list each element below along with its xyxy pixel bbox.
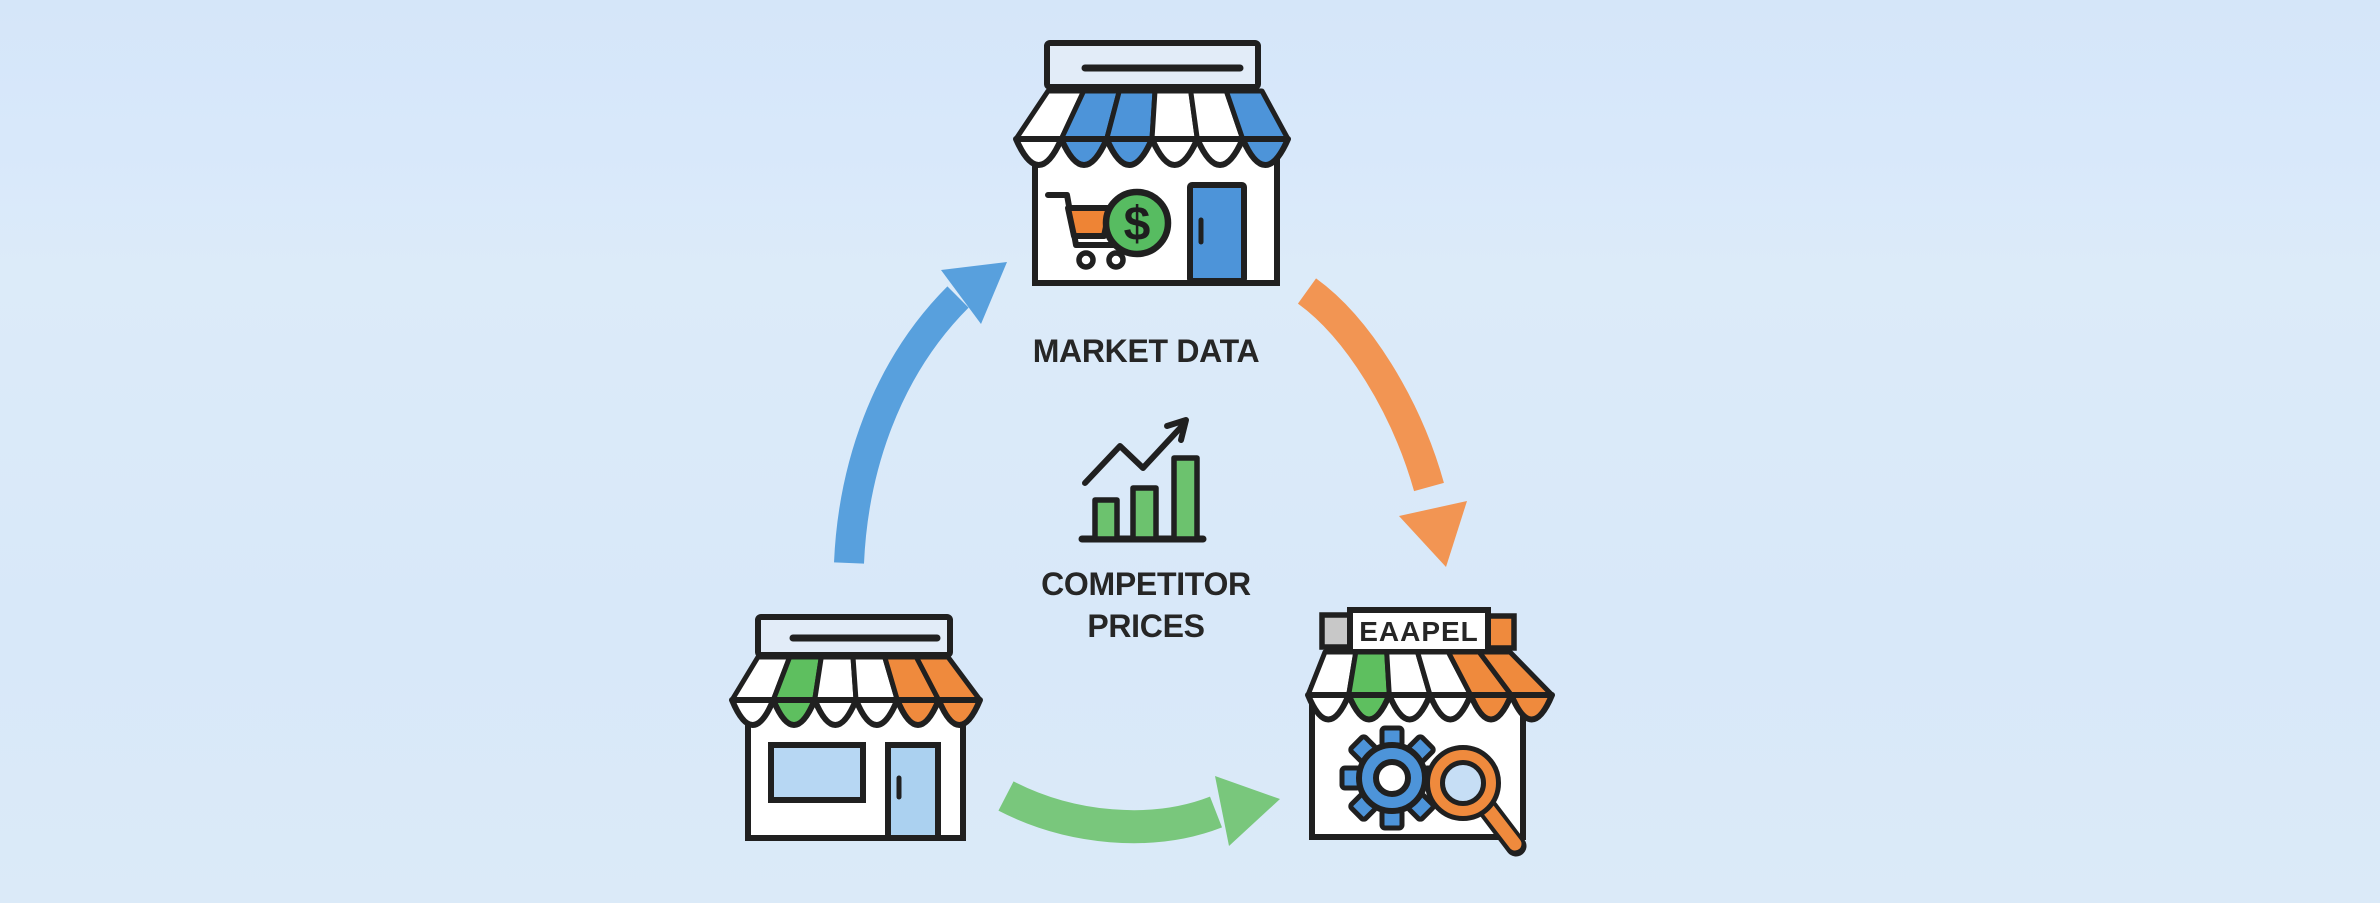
gear-icon <box>1339 725 1445 831</box>
sign-orange-block <box>1485 613 1517 651</box>
top-store-illustration: $ <box>1013 40 1291 286</box>
competitor-prices-line1: COMPETITOR <box>1041 566 1251 602</box>
blue-arrow <box>834 262 1007 564</box>
market-data-label: MARKET DATA <box>1032 333 1260 369</box>
green-arrow <box>998 776 1280 846</box>
store-sign-text: EAAPEL <box>1359 616 1479 647</box>
bottom-left-store-illustration <box>729 614 983 841</box>
door <box>885 742 941 841</box>
dollar-coin-icon: $ <box>1102 188 1172 258</box>
awning <box>729 654 983 728</box>
sign-board: EAAPEL <box>1319 607 1517 655</box>
bar-chart-icon <box>1078 417 1207 543</box>
bottom-right-store-illustration: EAAPEL <box>1305 607 1555 857</box>
trend-arrowhead <box>1164 417 1189 443</box>
magnifier-icon <box>1425 745 1527 857</box>
sign-board <box>1044 40 1261 90</box>
door <box>1187 182 1247 284</box>
sign-board <box>755 614 953 658</box>
competitor-prices-line2: PRICES <box>1087 608 1205 644</box>
awning <box>1305 649 1555 723</box>
trend-line <box>1082 423 1185 486</box>
orange-arrow <box>1297 278 1467 567</box>
dollar-symbol: $ <box>1124 198 1151 251</box>
competitor-prices-label: COMPETITOR PRICES <box>946 563 1346 647</box>
cart-icon <box>1045 192 1126 270</box>
awning <box>1013 88 1291 168</box>
sign-gray-block <box>1319 612 1353 650</box>
window <box>768 742 866 803</box>
